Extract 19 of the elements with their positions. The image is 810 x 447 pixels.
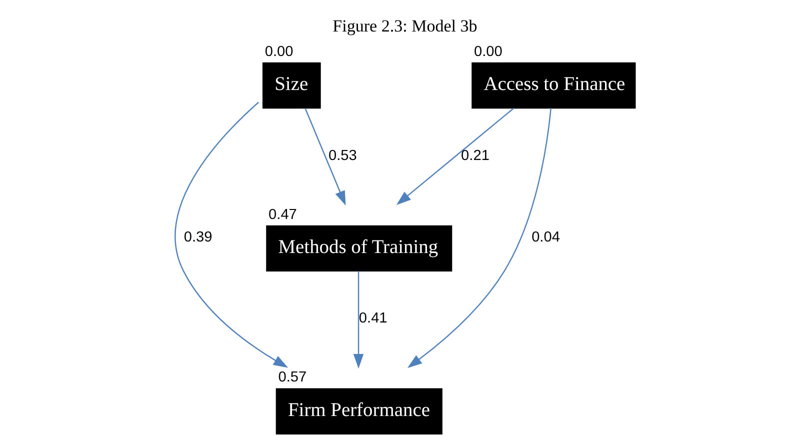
- node-label: 0.00: [264, 44, 294, 60]
- diagram-title: Figure 2.3: Model 3b: [332, 16, 478, 36]
- node-box: Methods of Training: [266, 225, 452, 272]
- edge-label: 0.04: [532, 229, 560, 246]
- node-label: 0.47: [268, 206, 297, 223]
- edge-label: 0.53: [328, 148, 357, 164]
- arrow: [304, 108, 346, 206]
- node-box: Firm Performance: [276, 388, 442, 434]
- arrow: [174, 102, 288, 368]
- node-label: 0.57: [278, 370, 307, 386]
- node-box: Size: [262, 62, 321, 109]
- arrow: [353, 271, 364, 369]
- edge-label: 0.41: [358, 310, 388, 327]
- arrow: [407, 108, 552, 368]
- edge-label: 0.21: [461, 148, 490, 164]
- node-label: 0.00: [474, 44, 502, 60]
- arrow: [396, 108, 514, 206]
- edge-label: 0.39: [184, 229, 212, 246]
- node-box: Access to Finance: [472, 62, 636, 109]
